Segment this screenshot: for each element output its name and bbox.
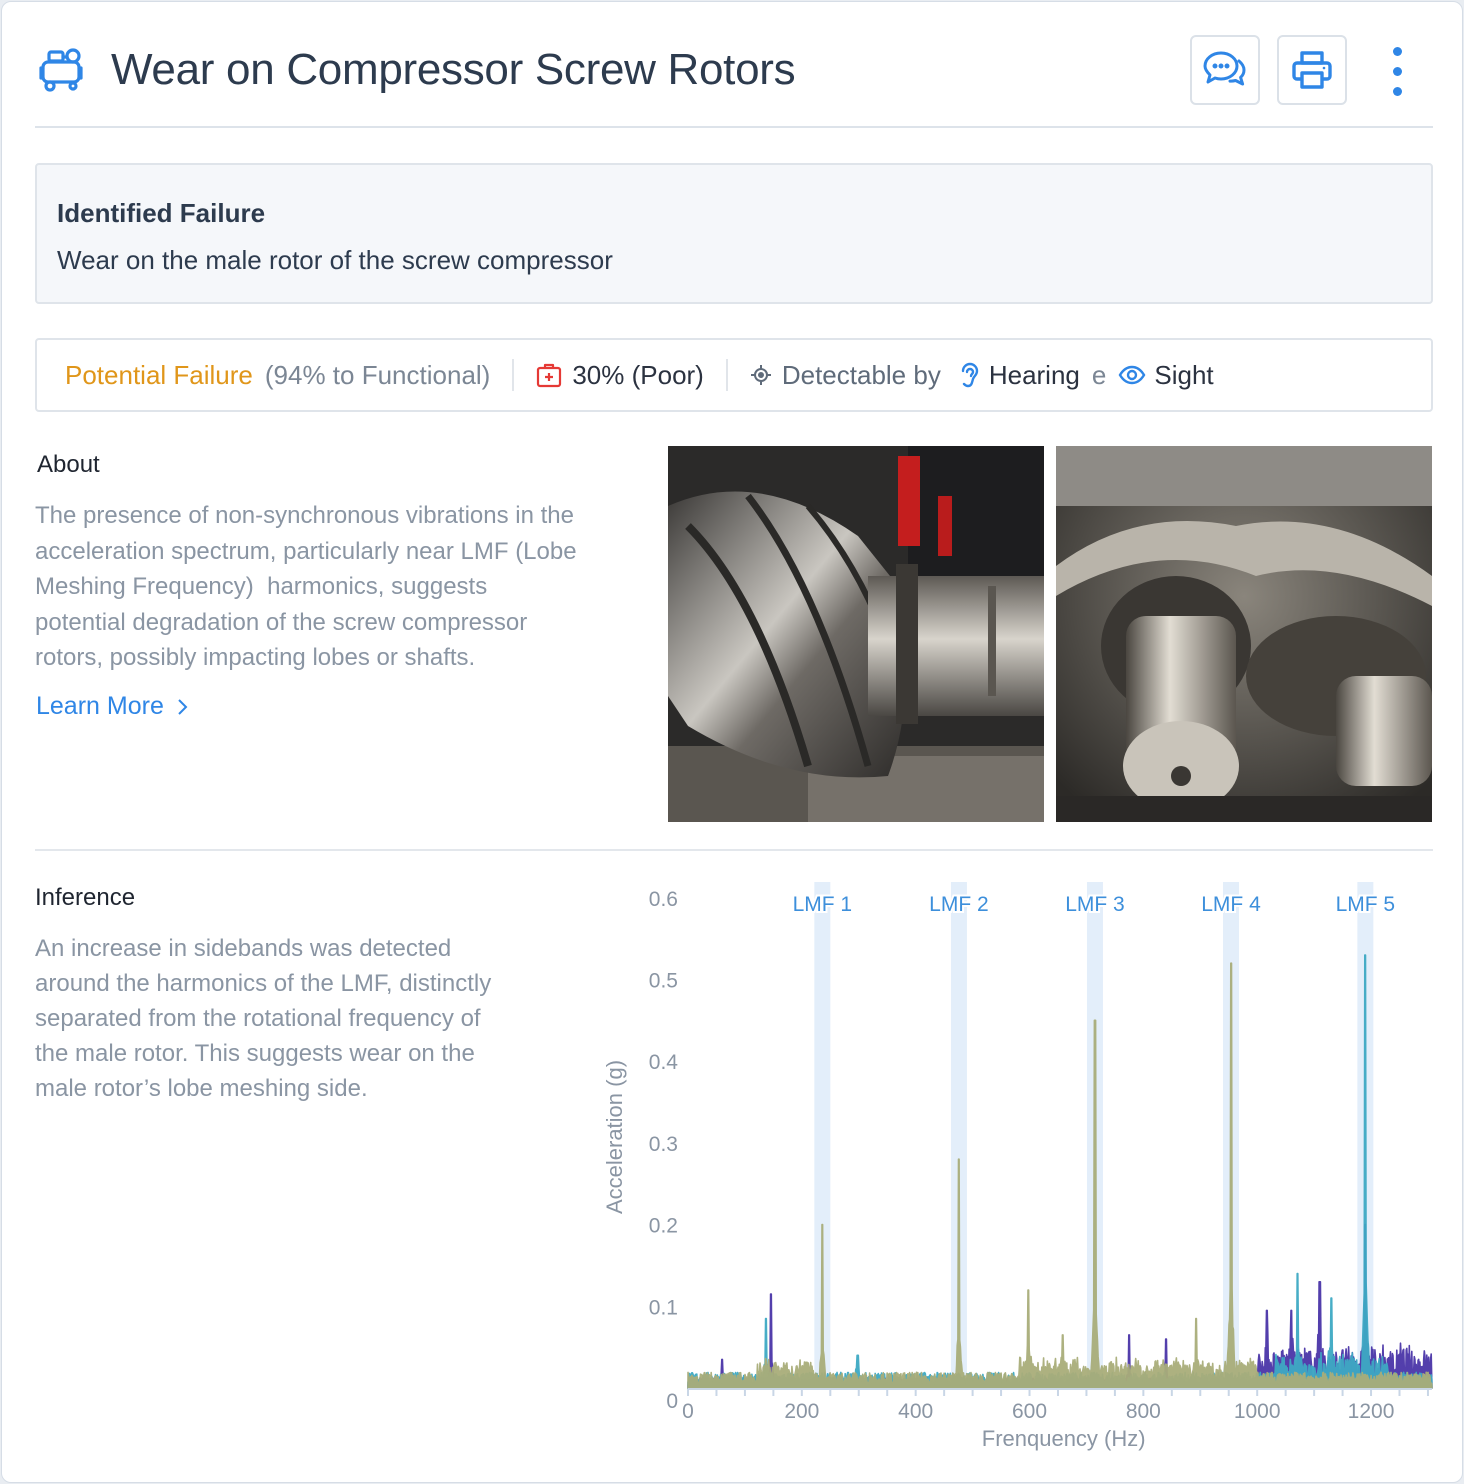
sense-conjunction: e (1091, 359, 1107, 390)
spectrum-plot: 0 200 400 600 800 1000 1200 0 0.1 0.2 0.3 0.4 0.5 0.6… (602, 882, 1433, 1451)
more-options-button[interactable] (1375, 38, 1419, 104)
identified-failure-label: Identified Failure (57, 198, 266, 228)
sense-hearing-label: Hearing (988, 359, 1080, 390)
about-line: Meshing Frequency) harmonics, suggests (35, 573, 488, 600)
spectrum-series (687, 962, 1433, 1389)
x-tick-label: 600 (1012, 1400, 1047, 1423)
y-tick-label: 0.4 (649, 1051, 679, 1074)
lmf-label: LMF 5 (1336, 893, 1396, 916)
about-line: acceleration spectrum, particularly near… (35, 537, 577, 565)
section-divider (35, 849, 1433, 851)
detectable-label: Detectable by (781, 359, 941, 390)
rotor-photo-2[interactable] (1056, 446, 1432, 822)
x-axis-label: Frenquency (Hz) (982, 1426, 1146, 1451)
y-tick-label: 0.3 (649, 1133, 678, 1156)
printer-icon (1292, 51, 1332, 89)
lmf-label: LMF 4 (1201, 893, 1261, 916)
inference-line: around the harmonics of the LMF, distinc… (35, 970, 492, 997)
divider (725, 359, 728, 391)
data-series (687, 954, 1433, 1389)
lmf-band (950, 882, 967, 1388)
about-line: rotors, possibly impacting lobes or shaf… (35, 644, 476, 671)
print-button[interactable] (1277, 35, 1347, 105)
failure-stage-detail: (94% to Functional) (264, 359, 491, 390)
y-tick-label: 0.5 (649, 970, 678, 993)
ear-icon (961, 362, 979, 388)
kebab-dot (1392, 86, 1402, 96)
health-score: 30% (Poor) (536, 360, 704, 391)
x-tick-label: 0 (682, 1400, 694, 1423)
inference-line: the male rotor. This suggests wear on th… (35, 1040, 475, 1067)
inference-title: Inference (35, 884, 136, 911)
y-tick-label: 0 (666, 1390, 678, 1413)
lmf-labels: LMF 1 LMF 2 LMF 3 LMF 4 LMF 5 (791, 891, 1398, 918)
failure-stage: Potential Failure (65, 359, 253, 390)
health-score-value: 30% (Poor) (572, 359, 704, 390)
axes: 0 200 400 600 800 1000 1200 0 0.1 0.2 0.3 0.4 0.5 0.6… (602, 888, 1432, 1451)
header: Wear on Compressor Screw Rotors (35, 32, 1433, 128)
detectable-by: Detectable by (750, 360, 941, 391)
chevron-right-icon (178, 698, 188, 715)
sense-sight-label: Sight (1154, 359, 1214, 390)
lmf-label: LMF 1 (793, 893, 853, 916)
rotor-photo-1[interactable] (668, 446, 1044, 822)
y-axis-label: Acceleration (g) (602, 1060, 627, 1214)
inference-line: separated from the rotational frequency … (35, 1005, 481, 1032)
status-bar: Potential Failure (94% to Functional) 30… (35, 338, 1433, 412)
identified-failure-panel: Identified Failure Wear on the male roto… (35, 163, 1433, 304)
learn-more-link[interactable]: Learn More (36, 692, 188, 721)
eye-icon (1118, 365, 1146, 385)
rotor-photo-2-image (1056, 446, 1432, 822)
y-tick-label: 0.6 (649, 888, 678, 911)
divider (512, 359, 515, 391)
lmf-label: LMF 2 (929, 893, 989, 916)
inference-line: An increase in sidebands was detected (35, 935, 452, 962)
x-tick-label: 1000 (1234, 1400, 1281, 1423)
x-tick-label: 800 (1126, 1400, 1161, 1423)
x-tick-label: 400 (898, 1400, 933, 1423)
x-tick-label: 1200 (1348, 1400, 1395, 1423)
sense-hearing: Hearing (959, 360, 1080, 391)
chat-bubbles-icon (1203, 51, 1246, 86)
about-text: The presence of non-synchronous vibratio… (35, 498, 655, 676)
identified-failure-value: Wear on the male rotor of the screw comp… (57, 245, 613, 275)
kebab-dot (1392, 66, 1402, 76)
acceleration-spectrum-chart: 0 200 400 600 800 1000 1200 0 0.1 0.2 0.3 0.4 0.5 0.6… (592, 872, 1452, 1472)
comments-button[interactable] (1190, 35, 1260, 105)
y-tick-label: 0.2 (649, 1215, 678, 1238)
crosshair-icon (750, 365, 771, 385)
page-title: Wear on Compressor Screw Rotors (111, 45, 796, 94)
about-line: The presence of non-synchronous vibratio… (35, 502, 574, 529)
x-tick-label: 200 (784, 1400, 819, 1423)
sense-sight: Sight (1118, 359, 1214, 391)
kebab-dot (1392, 46, 1402, 56)
about-title: About (37, 451, 100, 478)
lmf-band (814, 882, 831, 1388)
lmf-label: LMF 3 (1065, 893, 1125, 916)
inference-line: male rotor’s lobe meshing side. (35, 1075, 368, 1102)
first-aid-kit-icon (537, 363, 562, 388)
inference-text: An increase in sidebands was detected ar… (35, 931, 575, 1106)
y-tick-label: 0.1 (649, 1296, 678, 1319)
learn-more-label: Learn More (36, 692, 164, 720)
about-line: potential degradation of the screw compr… (35, 608, 528, 636)
rotor-photo-1-image (668, 446, 1044, 822)
air-compressor-icon (39, 48, 83, 92)
